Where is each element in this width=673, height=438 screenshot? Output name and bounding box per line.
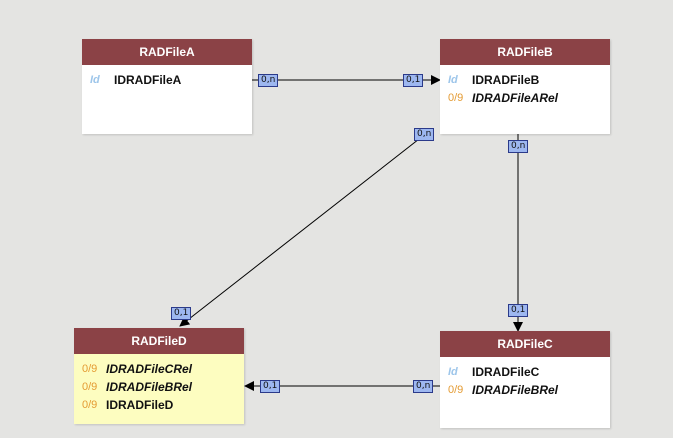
entity-fields: Id IDRADFileB 0/9 IDRADFileARel [440, 65, 610, 134]
entity-title[interactable]: RADFileC [440, 331, 610, 357]
numeric-field-icon: 0/9 [448, 384, 464, 396]
relation-line-b-d[interactable] [179, 131, 429, 327]
cardinality-tag-b-d-target[interactable]: 0,1 [171, 307, 192, 320]
field-row[interactable]: Id IDRADFileA [90, 71, 252, 89]
numeric-field-icon: 0/9 [448, 92, 464, 104]
cardinality-tag-c-d-source[interactable]: 0,n [413, 380, 434, 393]
numeric-field-icon: 0/9 [82, 381, 98, 393]
id-key-icon: Id [448, 366, 458, 378]
numeric-field-icon: 0/9 [82, 399, 98, 411]
entity-title[interactable]: RADFileA [82, 39, 252, 65]
field-row[interactable]: 0/9 IDRADFileBRel [448, 381, 610, 399]
id-key-icon: Id [448, 74, 458, 86]
entity-title[interactable]: RADFileB [440, 39, 610, 65]
numeric-field-icon: 0/9 [82, 363, 98, 375]
entity-fields: Id IDRADFileA [82, 65, 252, 134]
field-row[interactable]: 0/9 IDRADFileCRel [82, 360, 244, 378]
field-name: IDRADFileB [472, 73, 540, 87]
field-name: IDRADFileARel [472, 91, 559, 105]
cardinality-tag-a-b-target[interactable]: 0,1 [403, 74, 424, 87]
entity-radfilea[interactable]: RADFileA Id IDRADFileA [82, 39, 252, 134]
entity-radfilec[interactable]: RADFileC Id IDRADFileC 0/9 IDRADFileBRel [440, 331, 610, 428]
entity-title[interactable]: RADFileD [74, 328, 244, 354]
cardinality-tag-b-c-target[interactable]: 0,1 [508, 304, 529, 317]
cardinality-tag-a-b-source[interactable]: 0,n [258, 74, 279, 87]
field-name: IDRADFileBRel [472, 383, 559, 397]
field-row[interactable]: 0/9 IDRADFileBRel [82, 378, 244, 396]
field-row[interactable]: Id IDRADFileC [448, 363, 610, 381]
field-name: IDRADFileA [114, 73, 182, 87]
field-name: IDRADFileD [106, 398, 174, 412]
entity-fields: Id IDRADFileC 0/9 IDRADFileBRel [440, 357, 610, 428]
cardinality-tag-c-d-target[interactable]: 0,1 [260, 380, 281, 393]
field-row[interactable]: 0/9 IDRADFileARel [448, 89, 610, 107]
field-row[interactable]: 0/9 IDRADFileD [82, 396, 244, 414]
field-name: IDRADFileBRel [106, 380, 193, 394]
entity-radfileb[interactable]: RADFileB Id IDRADFileB 0/9 IDRADFileARel [440, 39, 610, 134]
cardinality-tag-b-d-source[interactable]: 0,n [414, 128, 435, 141]
field-name: IDRADFileC [472, 365, 540, 379]
id-key-icon: Id [90, 74, 100, 86]
field-name: IDRADFileCRel [106, 362, 193, 376]
cardinality-tag-b-c-source[interactable]: 0,n [508, 140, 529, 153]
field-row[interactable]: Id IDRADFileB [448, 71, 610, 89]
